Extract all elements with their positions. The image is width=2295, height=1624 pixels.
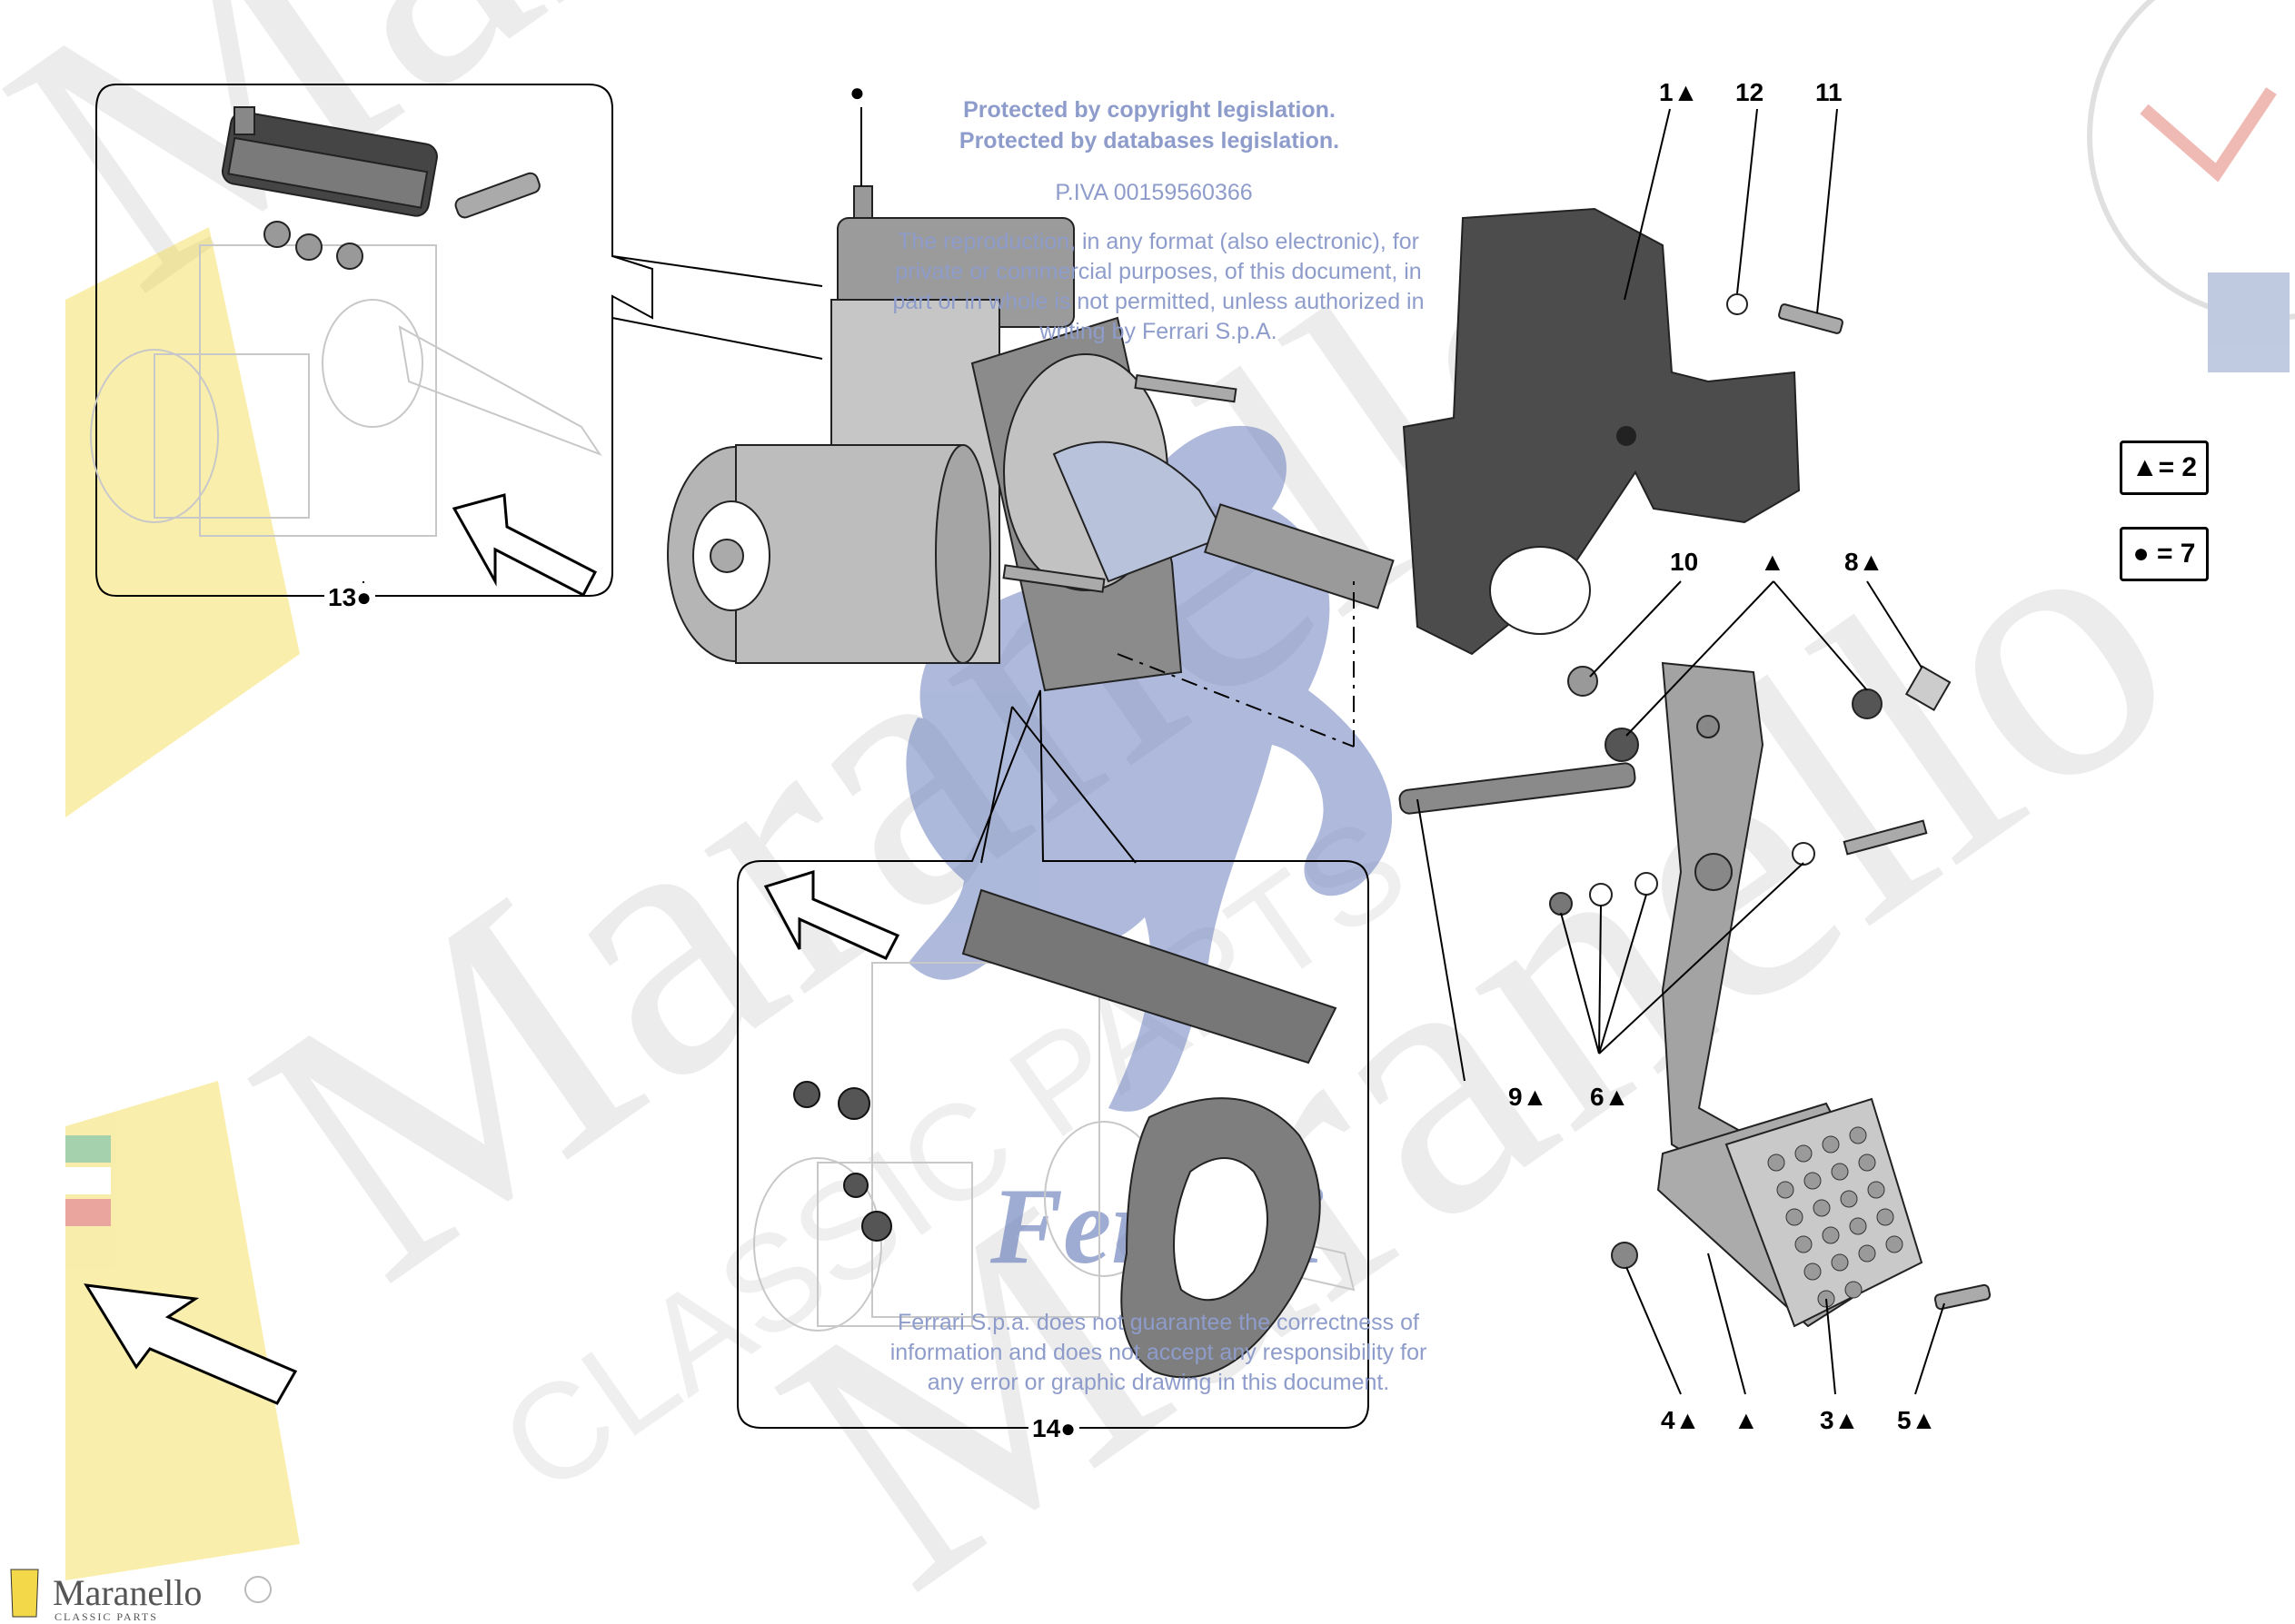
callout-9: 9▲ [1508,1083,1548,1111]
view-direction-arrow [84,1283,298,1405]
maranello-logo-icon [10,1569,272,1618]
callout-triangle-bottom: ▲ [1734,1406,1759,1434]
inset-13-arrow [452,493,598,598]
copyright-line-1: Protected by copyright legislation. [963,97,1336,123]
inset-14-arrow [763,869,900,960]
vat-number: P.IVA 00159560366 [1055,180,1253,205]
legend-triangle: ▲= 2 [2120,441,2209,495]
callout-13: 13● [324,583,376,612]
disclaimer-line-1: Ferrari S.p.a. does not guarantee the co… [898,1310,1419,1335]
callout-4: 4▲ [1661,1406,1701,1434]
round-stamp-watermark [2087,0,2295,372]
repro-line-4: writing by Ferrari S.p.A. [1039,319,1277,344]
callout-triangle: ▲ [1760,548,1785,576]
disclaimer-line-2: information and does not accept any resp… [889,1340,1427,1365]
disclaimer-line-3: any error or graphic drawing in this doc… [927,1370,1390,1395]
brand-subtitle: CLASSIC PARTS [55,1610,158,1623]
inset-13-actuator [221,106,541,270]
repro-line-2: private or commercial purposes, of this … [895,259,1422,284]
callout-1: 1▲ [1659,78,1699,106]
dash-line [1117,653,1355,748]
legend-dot: ● = 7 [2120,527,2209,581]
callout-10: 10 [1670,548,1699,576]
brake-booster-assembly [667,185,1395,692]
pedal-bracket [1402,207,1801,656]
leader-lines [363,107,1945,1428]
pivot-pin [1398,762,1636,815]
repro-line-3: part or in whole is not permitted, unles… [892,289,1425,314]
inset-14-gasket [1120,1097,1321,1379]
callout-5: 5▲ [1897,1406,1937,1434]
callout-12: 12 [1735,78,1764,106]
repro-line-1: The reproduction, in any format (also el… [898,229,1419,254]
inset-14 [737,689,1369,1429]
callout-11: 11 [1815,78,1843,106]
callout-6: 6▲ [1590,1083,1630,1111]
callout-dot: ● [849,78,865,106]
inset-13 [90,84,823,598]
brand-name: Maranello [53,1572,203,1613]
callout-14: 14● [1028,1414,1080,1443]
copyright-line-2: Protected by databases legislation. [959,128,1340,153]
inset-14-grommets [793,1081,892,1242]
callout-8: 8▲ [1844,548,1884,576]
hardware-parts [1549,293,1992,1311]
callout-3: 3▲ [1820,1406,1860,1434]
pedal-pad-dots [1767,1126,1903,1308]
inset-14-seal-strip [961,888,1337,1065]
